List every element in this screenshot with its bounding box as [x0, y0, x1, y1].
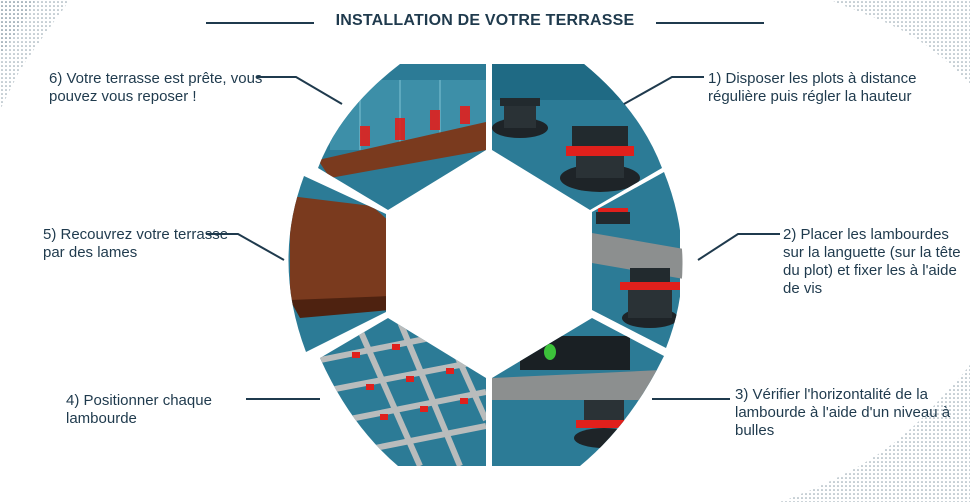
step-4-label: 4) Positionner chaque lambourde: [66, 392, 212, 427]
step-6-label: 6) Votre terrasse est prête, vous pouvez…: [49, 70, 263, 105]
top-left-wave-inner: [0, 0, 35, 55]
step-2-label: 2) Placer les lambourdes sur la languett…: [783, 226, 961, 297]
header: INSTALLATION DE VOTRE TERRASSE: [0, 10, 970, 34]
page-title: INSTALLATION DE VOTRE TERRASSE: [335, 12, 635, 29]
connector-step1: [623, 76, 704, 105]
step-5-label: 5) Recouvrez votre terrasse par des lame…: [43, 226, 229, 261]
title-rule-right: [656, 22, 764, 24]
bottom-right-wave: [780, 365, 970, 502]
connector-step2: [697, 233, 780, 261]
top-right-wave: [830, 0, 970, 85]
connector-lines: [206, 76, 780, 400]
pedestal: [560, 126, 640, 192]
connector-step5: [206, 233, 285, 261]
step-1-label: 1) Disposer les plots à distance réguliè…: [708, 70, 917, 105]
title-rule-left: [206, 22, 314, 24]
step-3-label: 3) Vérifier l'horizontalité de la lambou…: [735, 386, 951, 439]
connector-step6: [256, 76, 343, 105]
